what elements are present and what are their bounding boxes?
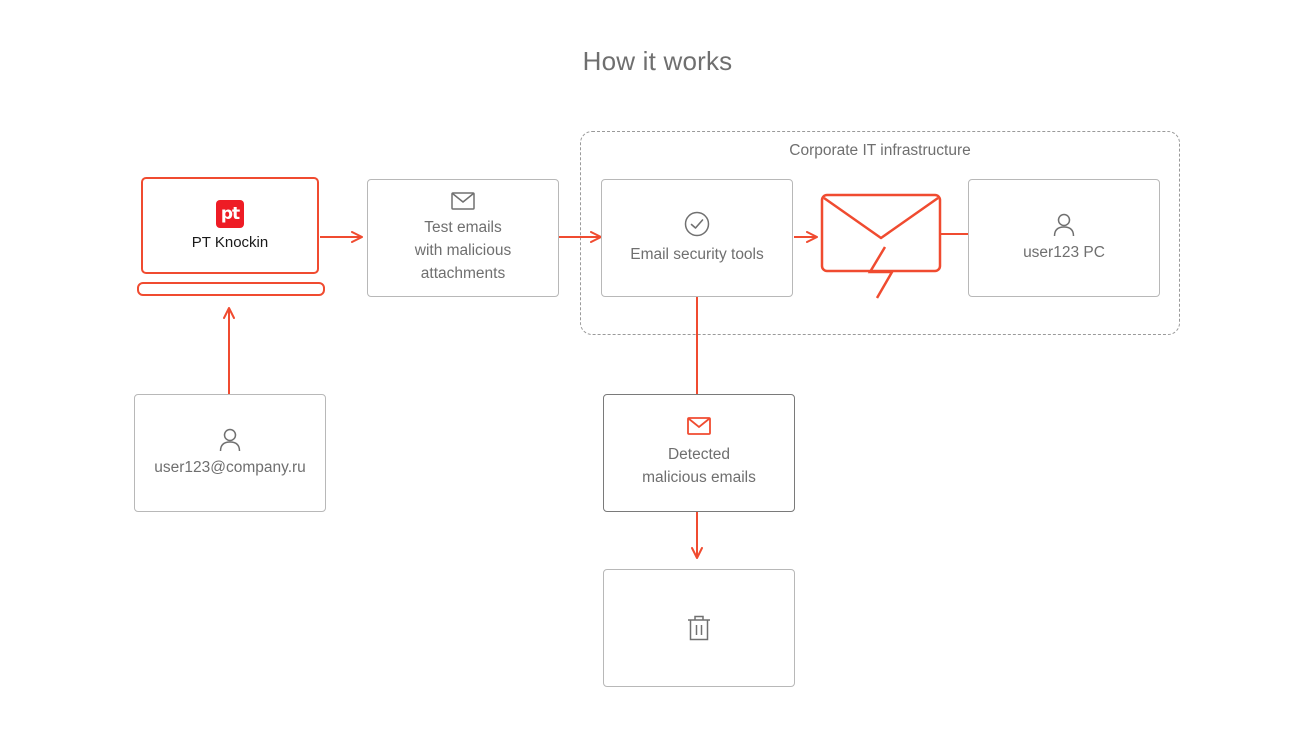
email-security-tools-box: Email security tools bbox=[601, 179, 793, 297]
trash-box bbox=[603, 569, 795, 687]
product-name: PT Knockin bbox=[191, 234, 269, 251]
trash-icon bbox=[687, 615, 711, 641]
group-label: Corporate IT infrastructure bbox=[789, 142, 971, 159]
email-security-tools-label: Email security tools bbox=[630, 245, 764, 263]
envelope-icon bbox=[687, 417, 711, 435]
user-email-label: user123@company.ru bbox=[154, 458, 306, 476]
laptop-base bbox=[137, 282, 325, 296]
user-pc-box: user123 PC bbox=[968, 179, 1160, 297]
test-emails-label: Test emails with malicious attachments bbox=[414, 218, 512, 282]
detected-malicious-box: Detected malicious emails bbox=[603, 394, 795, 512]
user-icon bbox=[219, 428, 241, 452]
user-icon bbox=[1053, 213, 1075, 237]
corporate-infrastructure-group bbox=[580, 131, 1180, 335]
user-email-box: user123@company.ru bbox=[134, 394, 326, 512]
pt-knockin-laptop: pt PT Knockin bbox=[141, 177, 319, 274]
check-circle-icon bbox=[684, 211, 710, 237]
pt-logo: pt bbox=[216, 200, 244, 228]
detected-malicious-label: Detected malicious emails bbox=[642, 446, 756, 486]
envelope-lightning-icon bbox=[820, 193, 942, 299]
user-pc-label: user123 PC bbox=[1023, 243, 1105, 261]
page-title: How it works bbox=[582, 46, 733, 76]
test-emails-box: Test emails with malicious attachments bbox=[367, 179, 559, 297]
envelope-icon bbox=[451, 191, 475, 210]
